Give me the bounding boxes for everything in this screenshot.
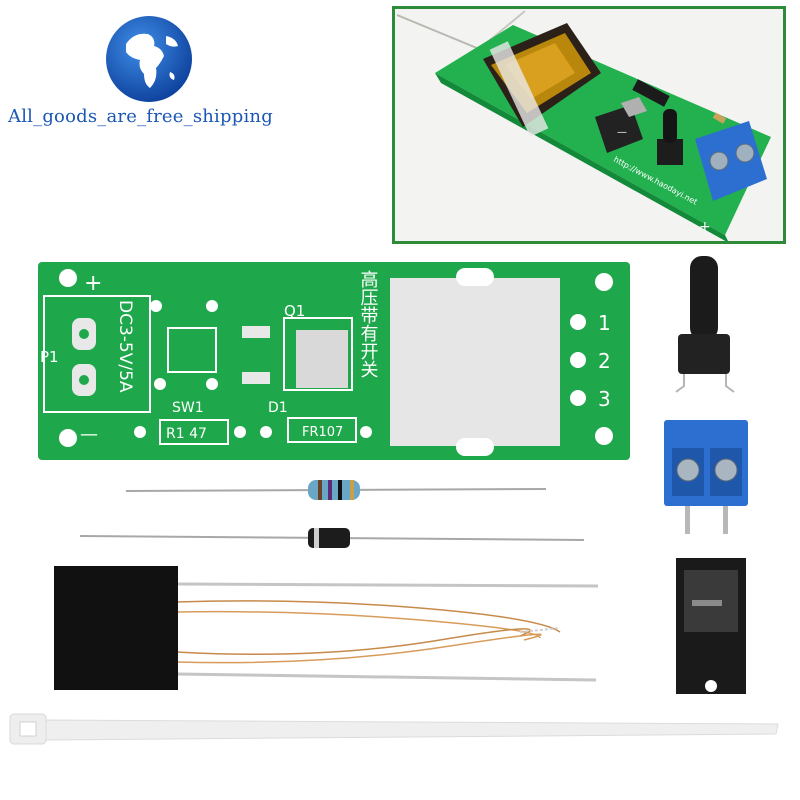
zip-tie [489, 41, 549, 137]
push-button-switch [675, 256, 735, 393]
transformer-pad [390, 278, 560, 446]
transistor-pad [296, 330, 348, 388]
resistor-component [125, 480, 547, 500]
mount-hole [59, 429, 77, 447]
diode-label: D1 [268, 400, 288, 416]
photo-transistor [595, 105, 643, 153]
photo-switch [657, 139, 683, 165]
photo-diode [632, 79, 670, 107]
mount-hole [59, 269, 77, 287]
assembled-board-photo: http://www.haodayi.net — + [392, 6, 786, 244]
mosfet-transistor [676, 558, 746, 694]
connector-label: P1 [40, 348, 59, 366]
hv-transformer-module [54, 566, 599, 690]
photo-terminal-block [695, 121, 767, 201]
resistor-label: R1 47 [166, 426, 207, 442]
plus-mark: + [84, 271, 102, 296]
photo-plus-mark: + [699, 219, 711, 235]
mount-hole [595, 427, 613, 445]
store-name: All_goods_are_free_shipping [8, 106, 273, 127]
minus-mark: — [80, 424, 98, 445]
store-logo-globe-icon [104, 14, 194, 104]
pin-label-3: 3 [598, 387, 611, 411]
pin-label-1: 1 [598, 311, 611, 335]
mount-hole [595, 273, 613, 291]
pin-label-2: 2 [598, 349, 611, 373]
cable-tie [9, 713, 779, 745]
diode-component [79, 528, 585, 548]
bare-pcb: + — DC3-5V/5A P1 SW1 Q1 D1 FR107 R1 47 高… [38, 262, 630, 460]
switch-label: SW1 [172, 400, 204, 416]
input-voltage-label: DC3-5V/5A [115, 300, 135, 393]
screw-terminal-block [664, 420, 748, 534]
photo-minus-mark: — [617, 127, 627, 138]
switch-outline [167, 327, 217, 373]
diode-part-label: FR107 [302, 425, 343, 440]
chinese-board-title: 高压带有开关 [358, 270, 379, 378]
transistor-label: Q1 [284, 302, 305, 320]
